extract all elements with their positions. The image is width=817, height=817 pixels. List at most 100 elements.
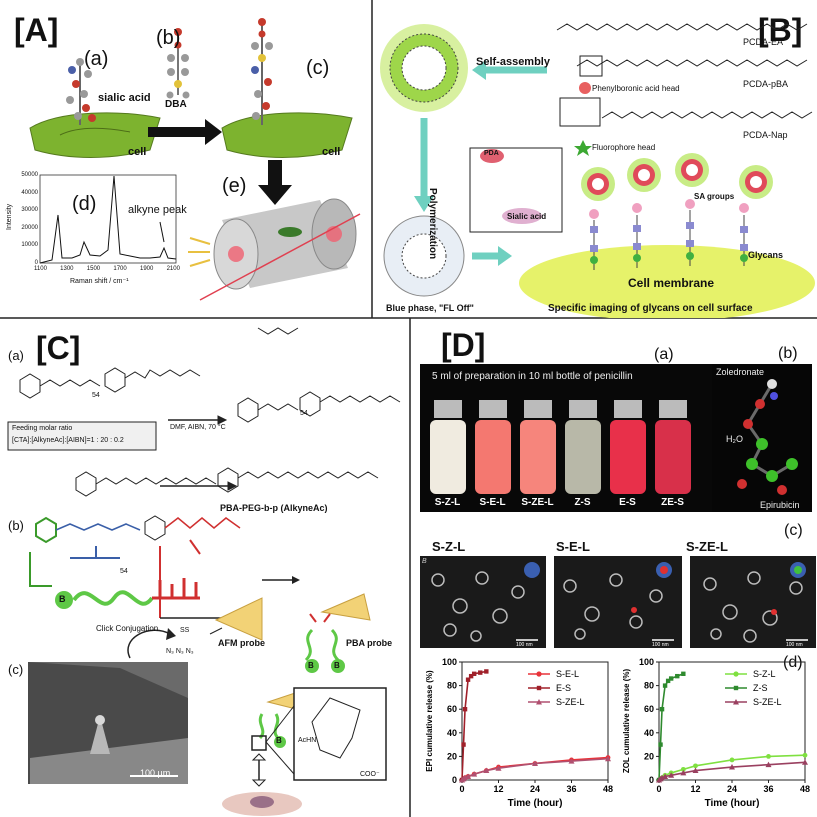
data-point: [478, 670, 483, 675]
afm-probe-icon: [214, 597, 263, 641]
data-point: [680, 769, 687, 776]
data-point: [662, 683, 668, 688]
pba-probe-icon: [320, 593, 371, 621]
x-tick-label: 0: [656, 784, 661, 794]
data-point: [471, 771, 478, 777]
y-tick-label: 20: [447, 751, 457, 761]
y-tick-label: 0: [452, 775, 457, 785]
micrograph-images: [420, 556, 816, 648]
data-point: [468, 673, 474, 679]
data-point: [495, 765, 502, 771]
sem-image: [28, 662, 188, 784]
conjugated-molecule: [251, 18, 273, 125]
panel-c-label: [C]: [36, 330, 81, 366]
vial-label: S-Z-L: [434, 497, 461, 508]
panel-d-sub-c: (c): [784, 522, 803, 539]
raman-xtick: 2100: [166, 266, 180, 272]
data-point: [680, 766, 686, 772]
data-point: [693, 763, 698, 769]
x-tick-label: 12: [690, 784, 700, 794]
y-tick-label: 40: [447, 728, 457, 738]
data-point: [568, 758, 575, 764]
vial-szl: [430, 400, 466, 494]
peg-n-label-3: 54: [300, 410, 308, 417]
vial-label: ZE-S: [661, 497, 684, 508]
data-point: [668, 772, 675, 778]
vial-labels: S-Z-L S-E-L S-ZE-L Z-S E-S ZE-S: [420, 497, 712, 508]
feed-ratio-value: [CTA]:[AlkyneAc]:[AIBN]=1 : 20 : 0.2: [12, 437, 124, 444]
chemical-structures: [7, 327, 401, 497]
cell-label-right: cell: [322, 146, 341, 158]
legend-label: S-E-L: [556, 669, 579, 679]
legend-marker: [536, 671, 542, 677]
data-point: [681, 671, 686, 676]
vial-szel: [520, 400, 556, 494]
epirubicin-label: Epirubicin: [760, 500, 800, 510]
product-label: PBA-PEG-b-p (AlkyneAc): [220, 503, 328, 513]
y-tick-label: 40: [644, 728, 654, 738]
glycans-label: Glycans: [748, 250, 784, 260]
data-point: [461, 742, 466, 747]
fluorophore-head-label: Fluorophore head: [592, 143, 656, 152]
x-axis-label: Time (hour): [705, 798, 760, 809]
data-point: [675, 673, 680, 679]
raman-spectrum: [39, 174, 177, 264]
vial-label: Z-S: [574, 497, 591, 508]
y-axis-label: EPI cumulative release (%): [425, 670, 434, 772]
raman-ytick: 40000: [21, 189, 38, 196]
data-point: [462, 707, 468, 712]
data-point: [484, 669, 489, 674]
vial-label: S-E-L: [479, 497, 506, 508]
legend-label: S-ZE-L: [556, 697, 585, 707]
data-point: [692, 767, 699, 774]
data-point: [665, 678, 671, 684]
click-conjugation-label: Click Conjugation: [96, 624, 159, 633]
bound-liposomes: [581, 153, 773, 201]
data-point: [658, 742, 663, 747]
panel-d-sub-b: (b): [778, 345, 798, 362]
x-tick-label: 36: [763, 784, 773, 794]
pcda-pba-label: PCDA-pBA: [743, 79, 789, 89]
blue-phase-label: Blue phase, "FL Off": [386, 303, 474, 313]
raman-ytick: 10000: [21, 242, 38, 249]
self-assembly-label: Self-assembly: [476, 56, 550, 68]
phenylboronic-head-icon: [579, 82, 591, 94]
imaging-caption: Specific imaging of glycans on cell surf…: [548, 303, 753, 314]
raman-ytick: 0: [34, 259, 38, 266]
dba-molecule: [166, 28, 190, 99]
raman-xtick: 1900: [139, 266, 154, 272]
y-tick-label: 60: [447, 704, 457, 714]
data-point: [802, 752, 808, 758]
legend-label: S-ZE-L: [753, 697, 782, 707]
data-point: [802, 759, 808, 765]
legend-label: S-Z-L: [753, 669, 776, 679]
micro-scale-1: 100 nm: [516, 642, 533, 648]
panel-a-label: [A]: [14, 12, 59, 48]
raman-ytick: 30000: [21, 207, 38, 214]
raman-xlabel: Raman shift / cm⁻¹: [70, 278, 129, 285]
reaction-conditions: DMF, AIBN, 70 °C: [170, 424, 226, 431]
sialic-acid-label: sialic acid: [98, 92, 151, 104]
data-point: [765, 761, 772, 768]
panel-c-sub-a: (a): [8, 348, 24, 363]
pda-label: PDA: [484, 150, 499, 157]
down-arrow: [258, 160, 292, 205]
data-point: [668, 676, 674, 681]
x-tick-label: 24: [530, 784, 540, 794]
panel-c-sub-b: (b): [8, 518, 24, 533]
panel-b-label: [B]: [758, 12, 803, 48]
polymerization-label: Polymerization: [427, 188, 438, 260]
panel-c-sub-c: (c): [8, 662, 24, 677]
panel-a-sub-c: (c): [306, 57, 330, 79]
sa-groups-label: SA groups: [694, 192, 735, 201]
series-line: [658, 673, 684, 781]
water-label: H₂O: [726, 434, 743, 444]
legend-label: Z-S: [753, 683, 768, 693]
achn-label: AcHN: [298, 737, 317, 744]
panel-d-label: [D]: [441, 327, 486, 363]
raman-xtick: 1300: [60, 266, 74, 272]
micrograph-b-label: B: [422, 558, 427, 565]
raman-ytick: 50000: [21, 172, 38, 178]
